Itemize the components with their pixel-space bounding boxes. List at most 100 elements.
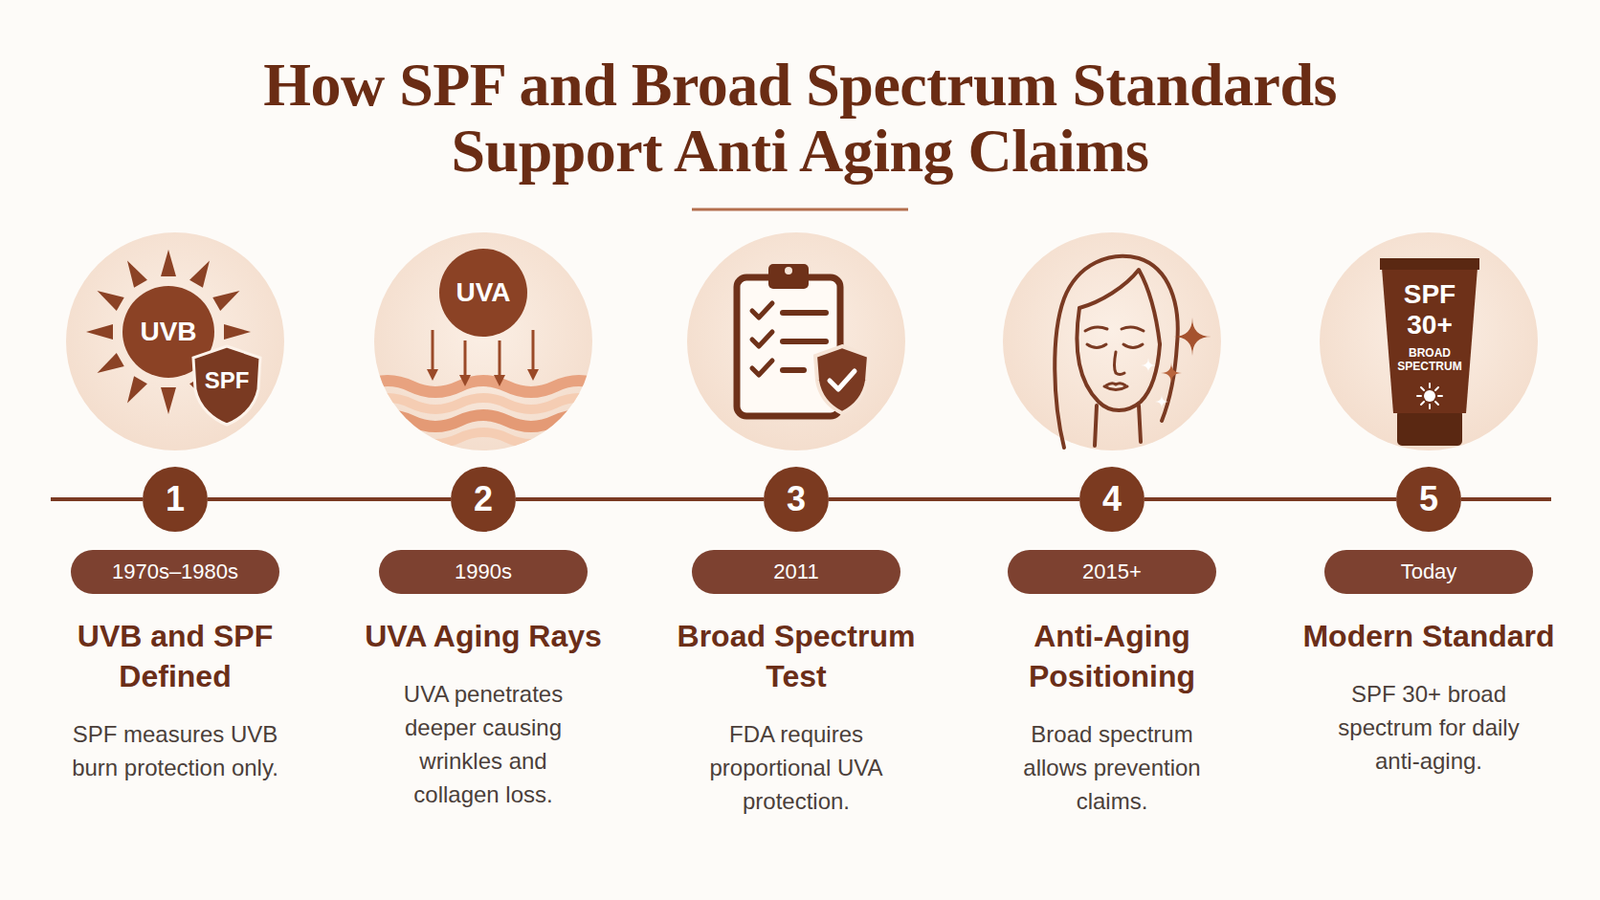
sparkle (1155, 395, 1169, 409)
skin-layers (363, 380, 603, 445)
title: How SPF and Broad Spectrum Standards Sup… (177, 51, 1423, 184)
node-text: 1990s (454, 559, 512, 585)
neck-line (1138, 405, 1141, 443)
step-description: SPF measures UVB burn protection only. (50, 717, 300, 785)
hairline (1079, 269, 1160, 345)
step-column: Anti-Aging PositioningBroad spectrum all… (977, 616, 1246, 819)
title-rule (691, 208, 909, 212)
sun-ray (93, 284, 125, 312)
step-heading: UVB and SPF Defined (41, 616, 310, 697)
step-heading: UVA Aging Rays (349, 616, 618, 657)
step-heading: Broad Spectrum Test (662, 616, 931, 697)
step-column: Broad Spectrum TestFDA requires proporti… (662, 616, 931, 819)
timeline-connector (207, 497, 451, 502)
sun-ray (189, 257, 217, 289)
step-number: 5 (1396, 466, 1462, 533)
tube-crimp (1379, 258, 1480, 270)
spf-shield: SPF (189, 343, 265, 428)
check-mark (752, 332, 773, 347)
icon-backgrounds (66, 232, 1538, 451)
step-column: UVB and SPF DefinedSPF measures UVB burn… (41, 616, 310, 785)
ray-arrow (431, 330, 435, 376)
timeline-connector (1144, 497, 1397, 502)
list-line (782, 367, 804, 374)
node-text: SPF (204, 367, 250, 395)
sun-ray (212, 284, 244, 312)
sun-ray (160, 249, 177, 277)
check-mark (829, 371, 855, 390)
skin-wave (363, 432, 603, 445)
sparkle (1173, 317, 1212, 356)
step-number: 3 (763, 466, 829, 533)
node-text: 2015+ (1082, 559, 1142, 585)
nose (1114, 352, 1126, 376)
node-text: 2 (473, 480, 493, 519)
step-number: 2 (450, 466, 516, 533)
sparkles (1140, 317, 1212, 409)
skin-wave (363, 398, 603, 410)
face-outline (1076, 308, 1160, 411)
node-text: BROAD SPECTRUM (1389, 346, 1470, 374)
list-line (782, 310, 826, 316)
step-description: SPF 30+ broad spectrum for daily anti-ag… (1313, 677, 1544, 778)
eyebrow (1121, 327, 1144, 332)
node-text: 5 (1419, 480, 1439, 519)
node-text: SPF 30+ (1389, 279, 1470, 341)
skin-wave (363, 415, 603, 427)
icon-circle (1002, 232, 1222, 451)
shield-shape (193, 346, 261, 425)
date-pill: 2011 (691, 550, 901, 595)
sun-ray (120, 257, 148, 289)
step-column: UVA Aging RaysUVA penetrates deeper caus… (349, 616, 618, 812)
icon-circle (687, 232, 906, 451)
node-text: 1970s–1980s (111, 559, 239, 585)
step-number: 1 (142, 466, 208, 533)
list-line (782, 338, 826, 345)
step-description: Broad spectrum allows prevention claims. (1004, 717, 1221, 819)
date-pill: 1970s–1980s (70, 550, 280, 595)
hair-outline (1054, 256, 1178, 448)
step-column: Modern StandardSPF 30+ broad spectrum fo… (1294, 616, 1563, 778)
date-pill: 1990s (378, 550, 588, 595)
timeline-connector (515, 497, 764, 502)
tube-body (1381, 267, 1478, 414)
tube-cap (1397, 409, 1463, 446)
sun-ray (223, 324, 251, 340)
icon-circle (66, 232, 285, 451)
node-text: UVB (139, 316, 197, 348)
sun-rays (86, 249, 251, 415)
date-pill: 2015+ (1007, 550, 1217, 595)
step-description: FDA requires proportional UVA protection… (686, 717, 907, 819)
node-text: 4 (1102, 480, 1122, 519)
skin-wave (363, 380, 603, 393)
clip-hole (784, 266, 793, 275)
sun-ray (93, 353, 125, 380)
face-icon (1054, 256, 1178, 448)
step-number: 4 (1079, 466, 1145, 533)
ray-arrow (532, 330, 535, 376)
step-description: UVA penetrates deeper causing wrinkles a… (382, 677, 584, 812)
step-heading: Anti-Aging Positioning (977, 616, 1246, 697)
check-mark (752, 360, 773, 376)
check-shield (815, 346, 869, 414)
clipboard-icon (736, 264, 869, 417)
lips (1106, 383, 1126, 386)
ray-arrow (498, 340, 502, 381)
node-text: UVA (455, 277, 511, 309)
clipboard-clip (768, 264, 809, 289)
uva-arrows (432, 330, 534, 381)
sunscreen-tube: SPF 30+ BROAD SPECTRUM (1377, 258, 1482, 414)
closed-eye (1123, 344, 1143, 349)
check-mark (752, 303, 773, 318)
node-text: 2011 (773, 559, 819, 585)
ray-arrow (464, 340, 467, 381)
node-text: Today (1400, 559, 1458, 585)
icon-circle (1319, 232, 1538, 451)
sun-ray (120, 376, 148, 407)
sun-ray (86, 324, 113, 340)
step-heading: Modern Standard (1294, 616, 1563, 657)
sparkle (1160, 362, 1182, 384)
uva-disc: UVA (439, 248, 528, 337)
timeline-connector (828, 497, 1080, 502)
